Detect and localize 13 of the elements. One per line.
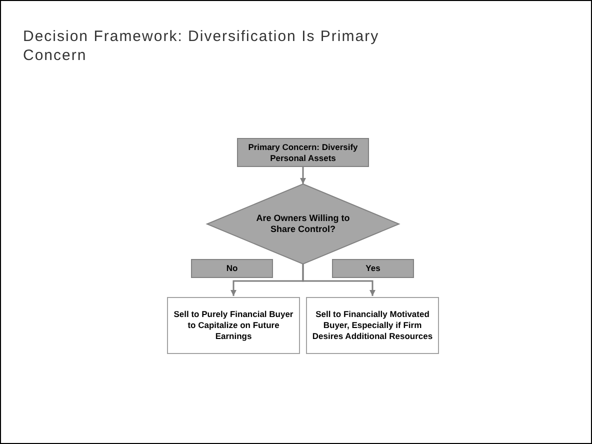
decision-diamond — [206, 183, 400, 265]
process-box — [167, 297, 300, 354]
node-text: Sell to Financially Motivated Buyer, Especially if Firm Desires Additional Resources — [311, 309, 434, 342]
process-box — [306, 297, 439, 354]
arrow — [300, 167, 306, 184]
edge-label: Yes — [332, 259, 414, 278]
arrow — [302, 264, 376, 296]
edge-label: No — [191, 259, 273, 278]
node-text: Are Owners Willing to Share Control? — [255, 213, 351, 235]
process-box — [237, 138, 369, 167]
slide-title: Decision Framework: Diversification Is Primary Concern — [23, 27, 380, 65]
node-text: Sell to Purely Financial Buyer to Capitalize on Future Earnings — [172, 309, 294, 342]
node-text: Primary Concern: Diversify Personal Assets — [247, 142, 359, 164]
